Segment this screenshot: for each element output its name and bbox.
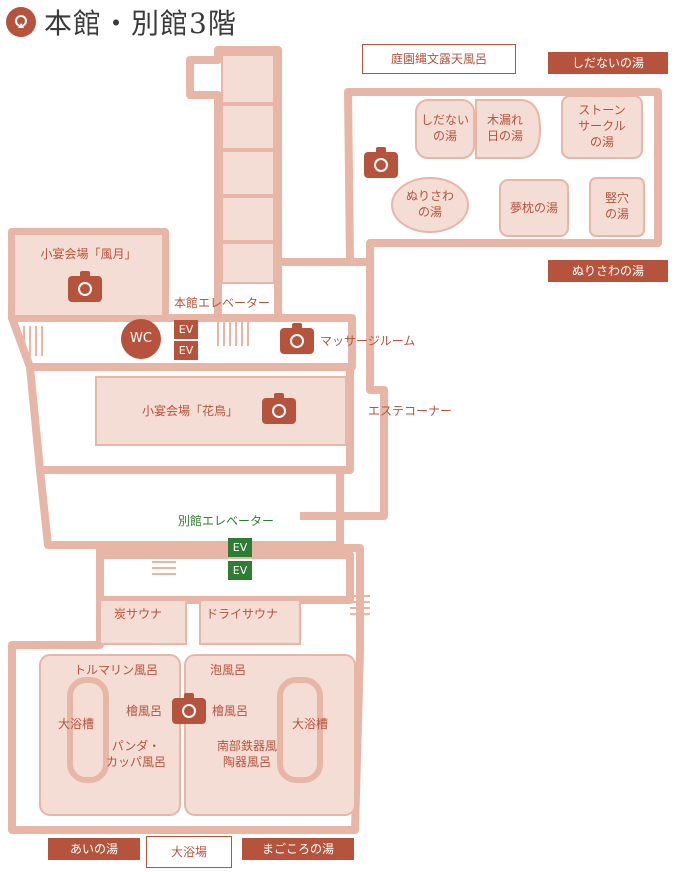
east-wing-outline — [278, 258, 388, 520]
camera-icon[interactable] — [172, 693, 206, 724]
stairs — [152, 555, 176, 575]
tateana-bath-label: 竪穴 の湯 — [604, 191, 629, 222]
magokoro-bath-hall — [184, 654, 356, 816]
bekkan-elevator-label: 別館エレベーター — [178, 514, 275, 528]
daiyokujo-label: 大浴場 — [146, 836, 232, 868]
right-tub-outline — [277, 677, 323, 783]
stairs — [23, 326, 43, 356]
stone-bath-shape — [561, 95, 643, 159]
yumemakura-bath-label: 夢枕の湯 — [509, 201, 558, 215]
shidanai-sign: しだないの湯 — [548, 52, 668, 74]
nurisawa-bath-shape — [391, 177, 469, 233]
daiyokuso-right-label: 大浴槽 — [292, 717, 329, 731]
esthe-corner-label: エステコーナー — [368, 404, 453, 418]
tower-room — [221, 54, 275, 104]
komore-bath-label: 木漏れ 日の湯 — [486, 113, 523, 144]
tower-room — [221, 196, 275, 242]
nurisawa-sign: ぬりさわの湯 — [548, 260, 668, 282]
honkan-elevator-1[interactable]: EV — [174, 320, 198, 339]
yumemakura-bath-shape — [499, 179, 569, 237]
bekkan-elevator-2[interactable]: EV — [228, 561, 252, 580]
komore-bath-shape — [475, 99, 542, 159]
crest-icon — [6, 7, 36, 37]
left-tub-outline — [67, 677, 109, 783]
stairs — [217, 322, 249, 346]
honkan-elevator-2[interactable]: EV — [174, 341, 198, 360]
tower-room — [221, 104, 275, 150]
camera-icon[interactable] — [68, 271, 102, 302]
massage-room-label: マッサージルーム — [320, 334, 416, 348]
hinoki-bath-left-label: 檜風呂 — [126, 704, 163, 718]
lower-hall-outline — [100, 551, 354, 604]
ai-bath-hall — [39, 654, 181, 816]
page-title: 本館・別館3階 — [44, 7, 237, 40]
sumi-sauna-room — [99, 599, 187, 645]
nurisawa-bath-label: ぬりさわ の湯 — [405, 189, 454, 220]
camera-icon[interactable] — [280, 323, 314, 354]
kacho-room — [95, 376, 347, 446]
tower-room — [221, 242, 275, 284]
wc-icon: WC — [121, 319, 161, 359]
dry-sauna-label: ドライサウナ — [206, 607, 279, 621]
magokoro-sign: まごころの湯 — [242, 838, 354, 860]
title-area: 本館・別館3階 — [6, 4, 237, 40]
hinoki-bath-right-label: 檜風呂 — [212, 704, 249, 718]
awa-bath-label: 泡風呂 — [210, 663, 247, 677]
honkan-elevator-label: 本館エレベーター — [174, 296, 271, 310]
panda-kappa-bath-label: パンダ・ カッパ風呂 — [105, 739, 166, 770]
lobby-outline — [36, 466, 344, 549]
nanbu-bath-label: 南部鉄器風 陶器風呂 — [216, 739, 277, 770]
camera-icon[interactable] — [364, 147, 398, 178]
fugetsu-room-label: 小宴会場「風月」 — [40, 247, 137, 261]
shidanai-bath-shape — [415, 99, 475, 159]
dry-sauna-room — [199, 599, 301, 645]
tower-room — [221, 150, 275, 196]
stairs — [350, 595, 370, 615]
kacho-room-label: 小宴会場「花鳥」 — [142, 404, 239, 418]
shidanai-bath-label: しだない の湯 — [420, 113, 469, 144]
stone-circle-bath-label: ストーン サークル の湯 — [578, 103, 626, 150]
daiyokuso-left-label: 大浴槽 — [58, 717, 95, 731]
tourmaline-bath-label: トルマリン風呂 — [74, 663, 159, 677]
bekkan-elevator-1[interactable]: EV — [228, 538, 252, 557]
middle-hall-outline — [26, 363, 354, 474]
ai-sign: あいの湯 — [48, 838, 140, 860]
camera-icon[interactable] — [262, 393, 296, 424]
tateana-bath-shape — [589, 177, 645, 237]
sumi-sauna-label: 炭サウナ — [114, 607, 163, 621]
teien-bath-label: 庭園縄文露天風呂 — [362, 44, 516, 74]
